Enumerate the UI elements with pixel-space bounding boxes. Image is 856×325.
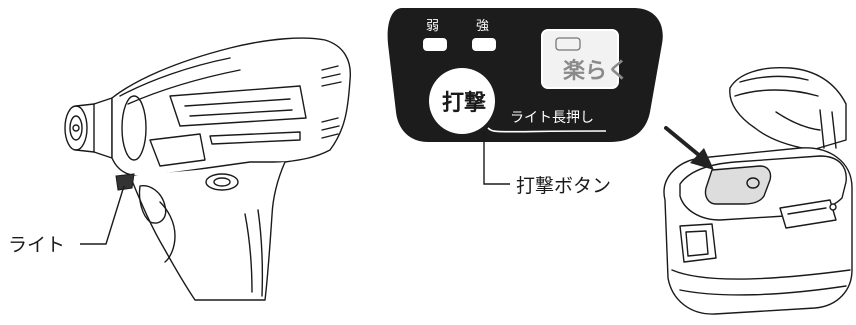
hit-button[interactable]: 打撃 (429, 68, 495, 134)
raku-mode-label: 楽らく (563, 58, 629, 84)
battery-illustration (663, 66, 853, 315)
weak-label: 弱 (426, 19, 439, 34)
pointing-arrow (664, 126, 714, 170)
hit-button-caption: 打撃ボタン (516, 175, 611, 197)
hit-button-label: 打撃 (442, 91, 486, 116)
light-window (115, 173, 135, 191)
hit-button-callout (483, 132, 510, 185)
raku-mode-button[interactable]: 楽らく (541, 29, 629, 89)
strong-indicator (472, 38, 496, 51)
weak-indicator (423, 38, 447, 51)
raku-indicator (555, 37, 581, 51)
impact-driver-illustration (64, 37, 352, 301)
strong-label: 強 (476, 19, 489, 34)
light-callout (80, 185, 125, 245)
light-label: ライト (8, 234, 65, 256)
light-hold-label: ライト長押し (510, 110, 594, 126)
light-hold-underline (487, 127, 607, 133)
